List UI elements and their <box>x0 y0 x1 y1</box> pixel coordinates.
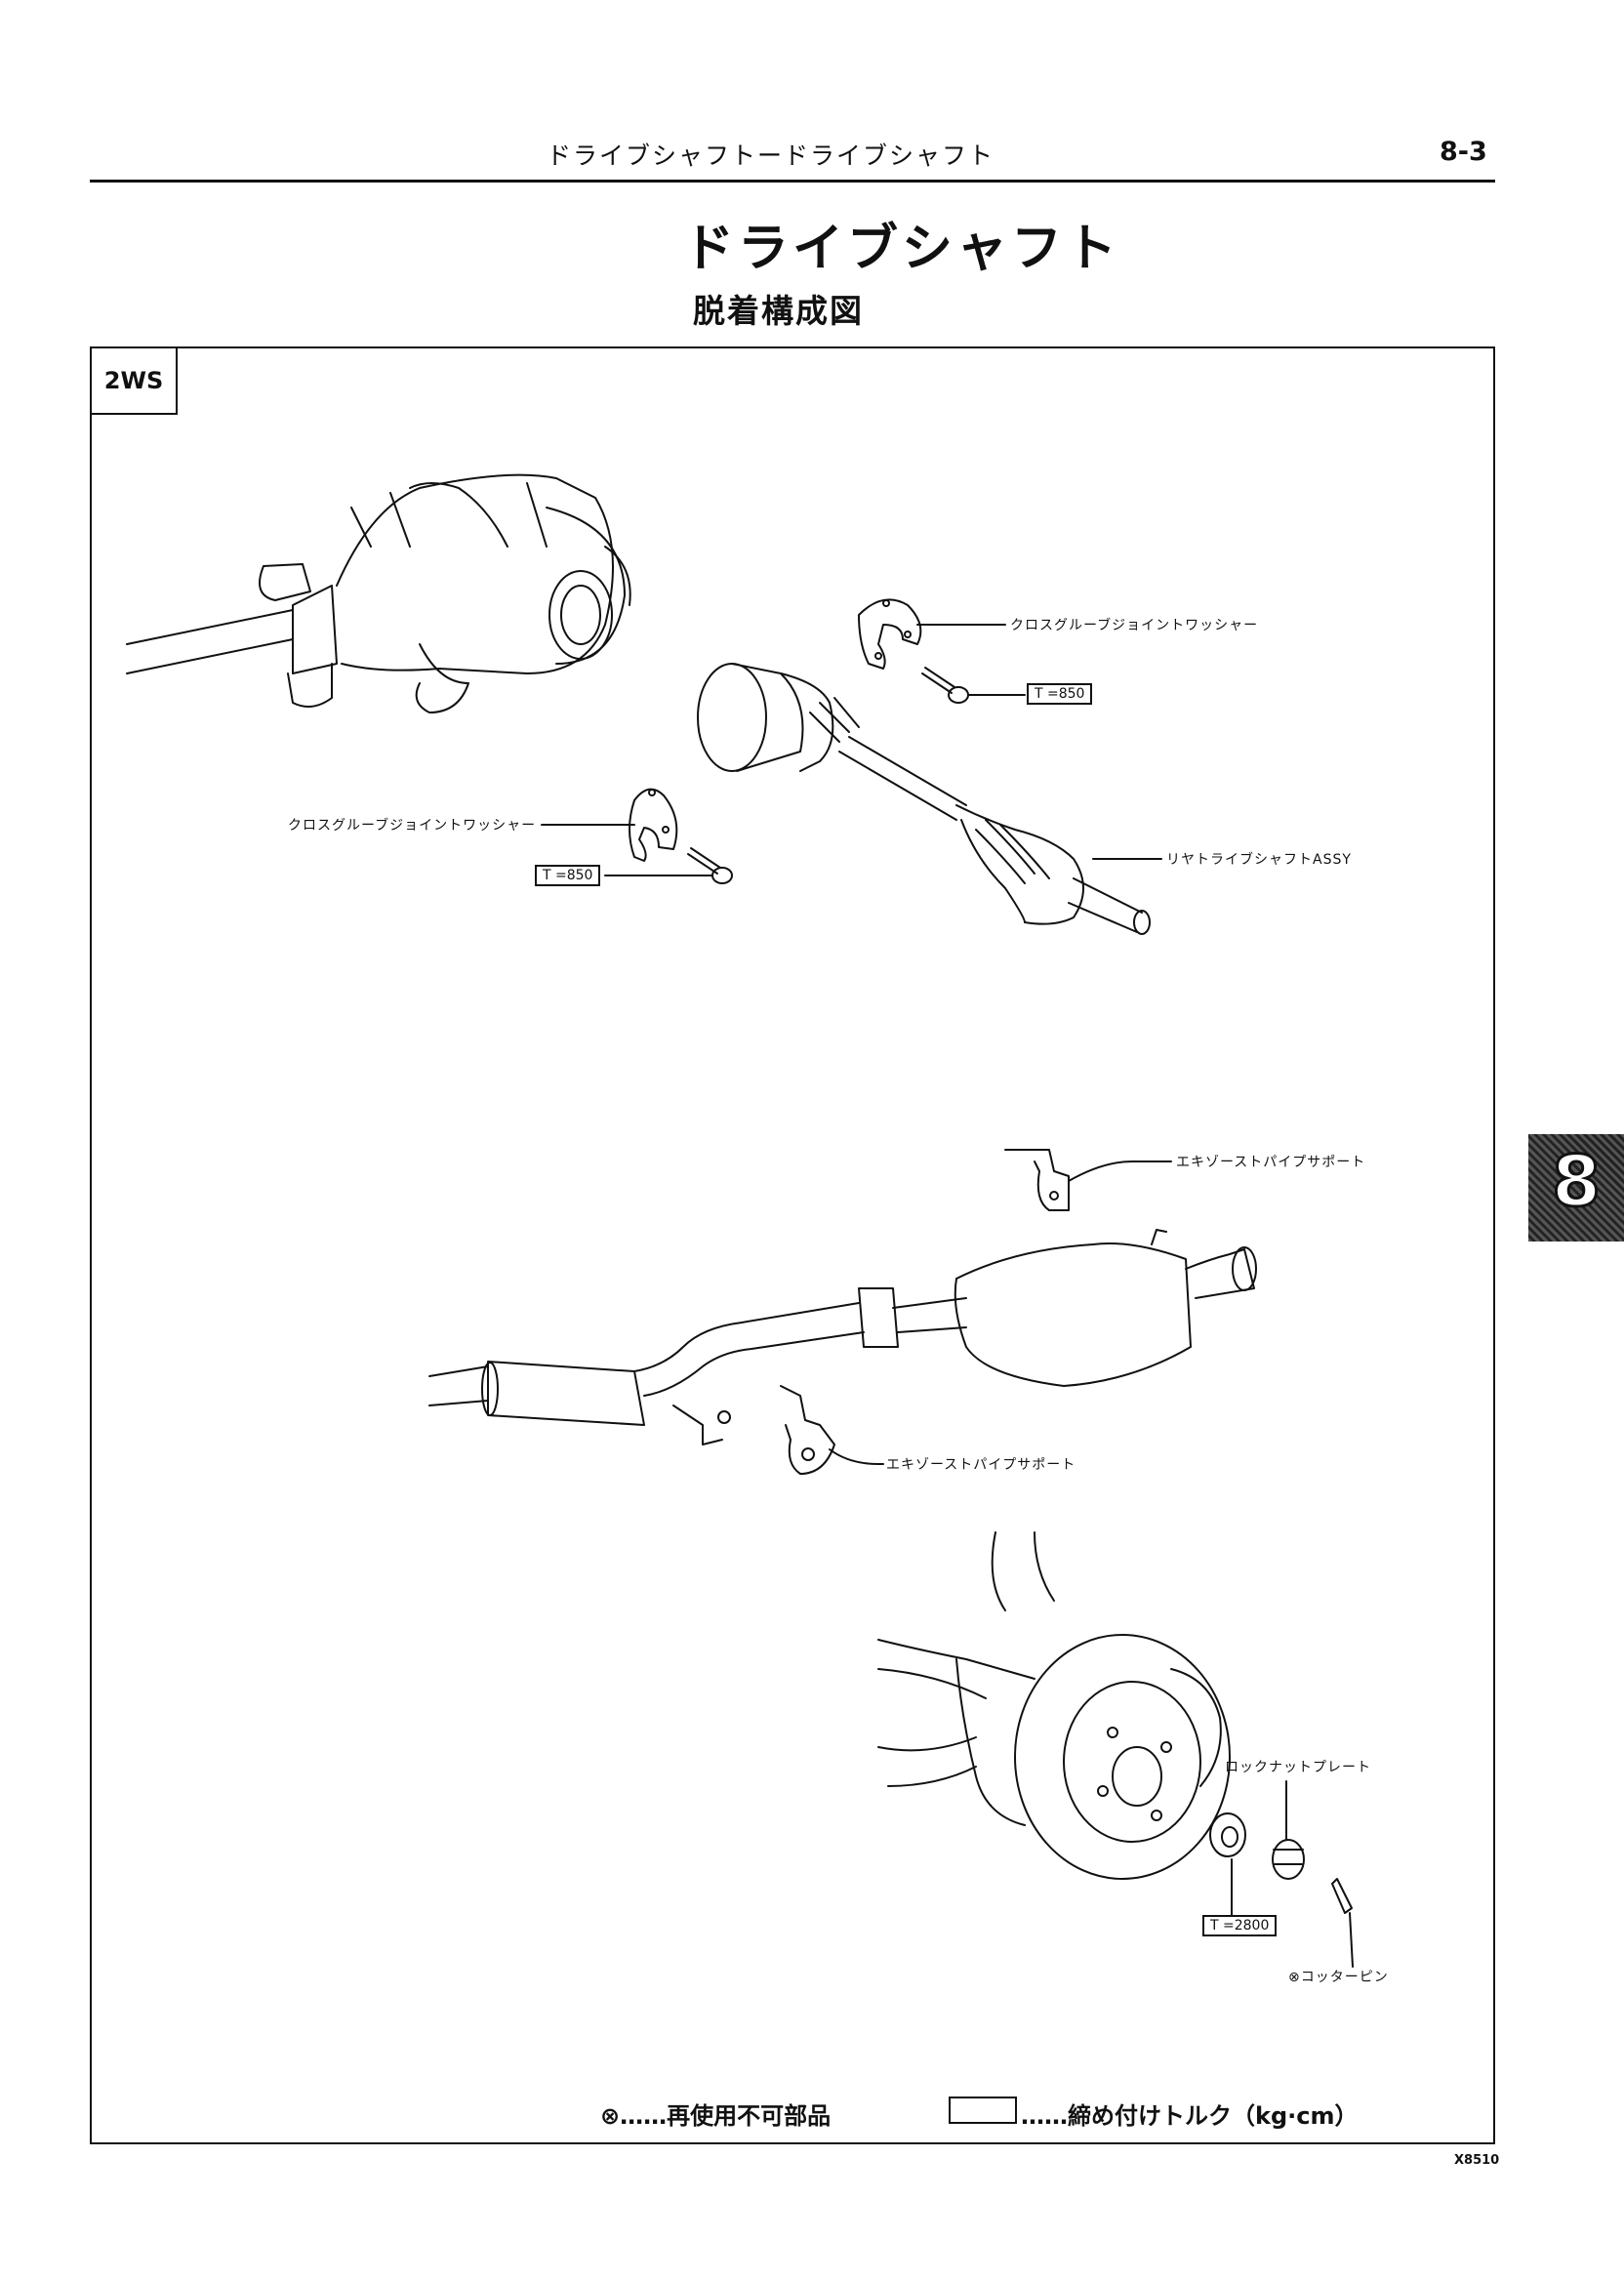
label-exhaust-support-lower: エキゾーストパイプサポート <box>886 1457 1076 1473</box>
exhaust-support-upper-drawing <box>1004 1149 1172 1211</box>
cotter-pin-drawing <box>1331 1878 1354 1968</box>
main-title: ドライブシャフト <box>683 220 1121 278</box>
label-cross-groove-washer-right: クロスグルーブジョイントワッシャー <box>1010 618 1259 633</box>
torque-box-hub: T =2800 <box>1202 1915 1278 1936</box>
label-cotter-pin: ⊗コッターピン <box>1288 1970 1389 1985</box>
torque-box-left: T =850 <box>535 865 601 886</box>
page-number: 8-3 <box>1440 137 1487 167</box>
diagram-frame <box>90 346 1495 2144</box>
label-exhaust-support-upper: エキゾーストパイプサポート <box>1176 1155 1366 1170</box>
legend-torque: ……締め付けトルク（kg·cm） <box>1021 2102 1359 2130</box>
label-rear-drive-shaft: リヤトライブシャフトASSY <box>1166 852 1352 868</box>
differential-drawing <box>126 473 631 713</box>
exhaust-support-lower-drawing <box>672 1385 884 1475</box>
label-cross-groove-washer-left: クロスグルーブジョイントワッシャー <box>288 818 537 834</box>
subtitle: 脱着構成図 <box>693 292 864 330</box>
lock-nut-plate-drawing <box>1272 1780 1305 1880</box>
section-tab <box>1528 1134 1624 1242</box>
cross-groove-washer-upper <box>858 598 1006 670</box>
section-tab-number: 8 <box>1550 1139 1602 1224</box>
legend-torque-box-icon <box>949 2097 1017 2124</box>
legend-non-reusable: ⊗……再使用不可部品 <box>600 2102 832 2130</box>
label-lock-nut-plate: ロックナットプレート <box>1225 1760 1371 1775</box>
header-rule <box>90 180 1495 183</box>
cross-groove-washer-left <box>541 788 678 862</box>
bolt-left <box>604 847 733 884</box>
hub-assembly-drawing <box>877 1531 1231 1880</box>
bolt-upper <box>921 667 1026 704</box>
variant-tag: 2WS <box>92 348 178 415</box>
torque-box-right: T =850 <box>1027 683 1093 705</box>
lock-nut-drawing <box>1209 1812 1246 1916</box>
rear-drive-shaft-drawing <box>697 663 1162 935</box>
header-title: ドライブシャフトードライブシャフト <box>547 142 995 170</box>
header-section: ドライブシャフトードライブシャフト 8-3 <box>0 0 1624 195</box>
exhaust-pipe-drawing <box>428 1229 1257 1426</box>
figure-code: X8510 <box>1454 2153 1500 2168</box>
